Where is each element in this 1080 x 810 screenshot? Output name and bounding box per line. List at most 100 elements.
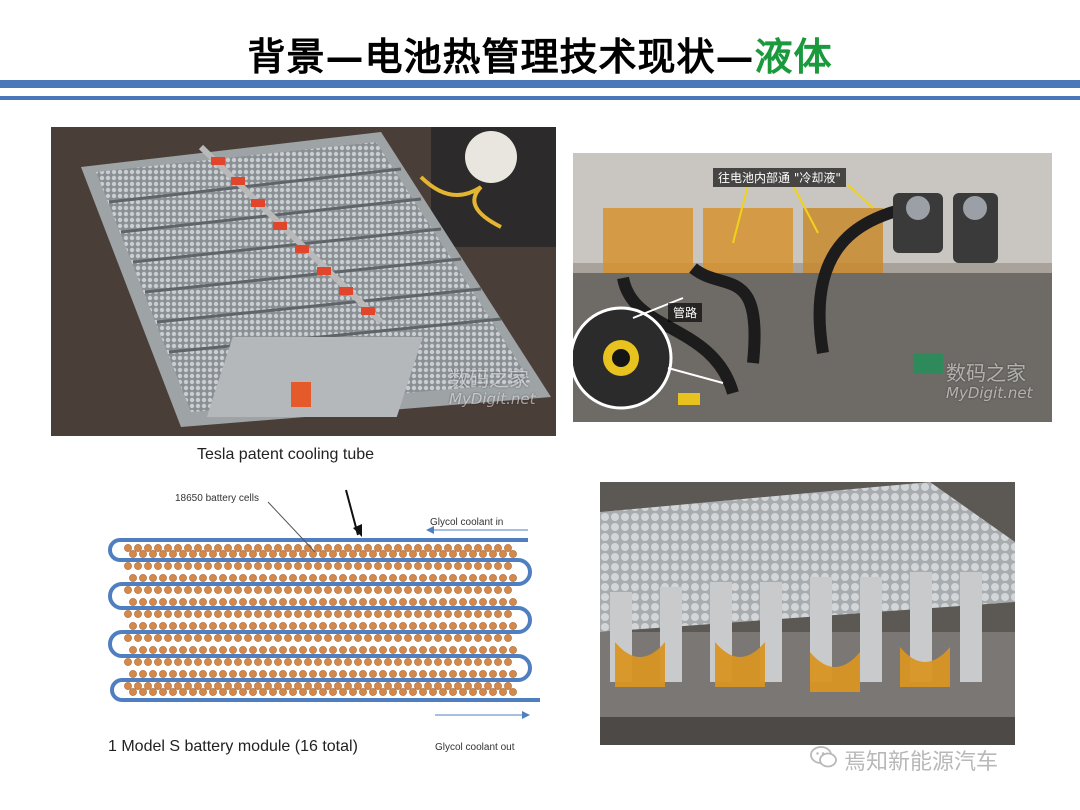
- battery-cell: [179, 670, 187, 678]
- battery-cell: [364, 610, 372, 618]
- battery-cell: [179, 598, 187, 606]
- battery-cell: [209, 646, 217, 654]
- battery-cell: [389, 646, 397, 654]
- battery-cell: [474, 682, 482, 690]
- battery-cell: [469, 574, 477, 582]
- coolant-pipe-photo: 往电池内部通 "冷却液" 管路 数码之家 MyDigit.net: [573, 153, 1052, 422]
- battery-cell: [359, 574, 367, 582]
- battery-cell: [219, 646, 227, 654]
- battery-cell: [414, 562, 422, 570]
- battery-cell: [489, 688, 497, 696]
- battery-cell: [264, 562, 272, 570]
- battery-cell: [344, 634, 352, 642]
- battery-cell: [474, 658, 482, 666]
- battery-cell: [249, 646, 257, 654]
- battery-cell: [204, 562, 212, 570]
- battery-cell: [389, 670, 397, 678]
- battery-cell: [419, 574, 427, 582]
- battery-cell: [174, 586, 182, 594]
- battery-cell: [334, 610, 342, 618]
- battery-cell: [304, 682, 312, 690]
- battery-cell: [429, 688, 437, 696]
- battery-cell: [324, 634, 332, 642]
- battery-cell: [359, 550, 367, 558]
- battery-cell: [369, 688, 377, 696]
- battery-cell: [284, 562, 292, 570]
- battery-cell: [404, 544, 412, 552]
- battery-cell: [284, 610, 292, 618]
- battery-cell: [169, 574, 177, 582]
- battery-cell: [219, 598, 227, 606]
- battery-cell: [399, 598, 407, 606]
- battery-cell: [374, 562, 382, 570]
- battery-cell: [504, 634, 512, 642]
- battery-cell: [429, 622, 437, 630]
- battery-cell: [154, 562, 162, 570]
- battery-cell: [249, 688, 257, 696]
- battery-cell: [209, 688, 217, 696]
- battery-cell: [349, 688, 357, 696]
- battery-cell: [159, 688, 167, 696]
- battery-cell: [144, 682, 152, 690]
- battery-cell: [339, 646, 347, 654]
- battery-cell: [319, 670, 327, 678]
- battery-cell: [234, 658, 242, 666]
- battery-cell: [354, 562, 362, 570]
- battery-cell: [224, 610, 232, 618]
- battery-cell: [464, 610, 472, 618]
- battery-cell: [169, 550, 177, 558]
- battery-cell: [264, 586, 272, 594]
- battery-cell: [319, 574, 327, 582]
- battery-cell: [204, 586, 212, 594]
- battery-cell: [269, 598, 277, 606]
- battery-cell: [299, 622, 307, 630]
- battery-cell: [434, 682, 442, 690]
- battery-cell: [354, 544, 362, 552]
- battery-cell: [234, 562, 242, 570]
- battery-cell: [344, 586, 352, 594]
- battery-cell: [449, 550, 457, 558]
- title-accent: 液体: [754, 34, 833, 79]
- battery-cell: [149, 646, 157, 654]
- battery-cell: [339, 688, 347, 696]
- battery-cell: [364, 634, 372, 642]
- battery-cell: [224, 634, 232, 642]
- battery-cell: [299, 670, 307, 678]
- battery-cell: [139, 598, 147, 606]
- battery-cell: [374, 544, 382, 552]
- battery-cell: [344, 682, 352, 690]
- battery-cell: [409, 688, 417, 696]
- battery-cell: [254, 682, 262, 690]
- battery-cell: [159, 550, 167, 558]
- battery-cell: [139, 550, 147, 558]
- battery-cell: [179, 646, 187, 654]
- battery-cell: [309, 550, 317, 558]
- battery-cell: [209, 622, 217, 630]
- battery-cell: [364, 682, 372, 690]
- battery-cell: [419, 550, 427, 558]
- battery-cell: [129, 574, 137, 582]
- battery-cell: [444, 634, 452, 642]
- battery-cell: [499, 574, 507, 582]
- battery-cell: [264, 610, 272, 618]
- battery-cell: [289, 670, 297, 678]
- title-main: 背景—电池热管理技术现状—: [247, 34, 755, 79]
- battery-cell: [504, 562, 512, 570]
- battery-cell: [229, 670, 237, 678]
- battery-cell: [324, 682, 332, 690]
- battery-cell: [304, 544, 312, 552]
- slide-title: 背景—电池热管理技术现状—液体: [0, 26, 1080, 81]
- battery-cell: [369, 622, 377, 630]
- battery-cell: [194, 544, 202, 552]
- battery-cell: [464, 658, 472, 666]
- battery-cell: [144, 658, 152, 666]
- battery-cell: [134, 634, 142, 642]
- battery-cell: [164, 544, 172, 552]
- battery-cell: [409, 598, 417, 606]
- battery-cell: [499, 688, 507, 696]
- battery-cell: [414, 634, 422, 642]
- battery-cell: [324, 544, 332, 552]
- battery-cell: [154, 682, 162, 690]
- battery-cell: [214, 634, 222, 642]
- battery-cell: [284, 634, 292, 642]
